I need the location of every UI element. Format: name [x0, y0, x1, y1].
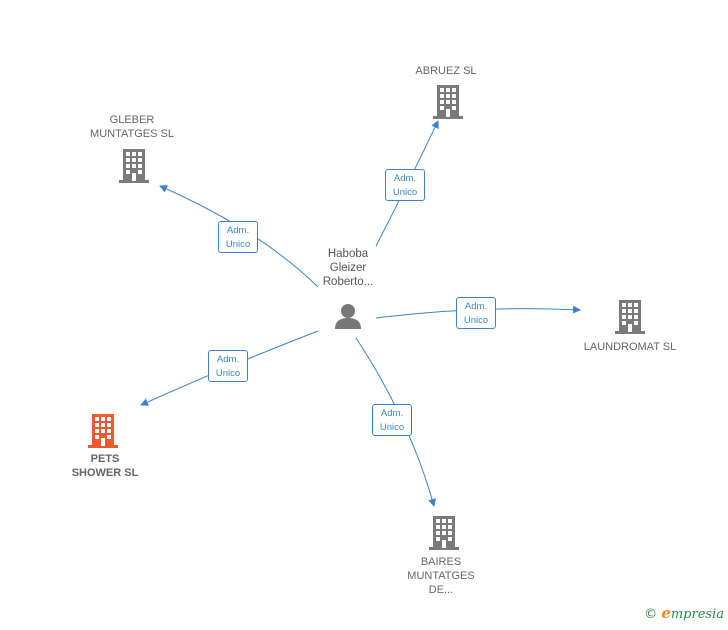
edge-role-line2: Unico: [379, 422, 405, 433]
edge-role-line2: Unico: [225, 239, 251, 250]
building-icon-abruez[interactable]: [433, 85, 463, 119]
edge-role-line1: Adm.: [226, 225, 250, 236]
building-icon-pets[interactable]: [88, 414, 118, 448]
edge-role-line1: Adm.: [380, 408, 404, 419]
edge-role-line1: Adm.: [216, 354, 240, 365]
edge-role-line2: Unico: [215, 368, 241, 379]
copyright-icon: ©: [644, 607, 658, 622]
edge-label-abruez: Adm. Unico: [385, 169, 425, 201]
company-label-laundromat[interactable]: LAUNDROMAT SL: [583, 341, 677, 353]
company-label-baires[interactable]: BAIRES MUNTATGES DE...: [407, 556, 475, 596]
edge-role-line2: Unico: [392, 187, 418, 198]
edge-role-line1: Adm.: [393, 173, 417, 184]
edge-role-line1: Adm.: [464, 301, 488, 312]
brand-name: mpresia: [670, 607, 724, 622]
company-label-pets[interactable]: PETS SHOWER SL: [71, 453, 139, 479]
person-icon[interactable]: [335, 304, 361, 329]
building-icon-gleber[interactable]: [119, 149, 149, 183]
building-icon-laundromat[interactable]: [615, 300, 645, 334]
building-icon-baires[interactable]: [429, 516, 459, 550]
empresia-watermark: © empresia: [644, 604, 724, 622]
company-label-gleber[interactable]: GLEBER MUNTATGES SL: [90, 114, 174, 140]
edge-label-gleber: Adm. Unico: [218, 221, 258, 253]
edge-label-baires: Adm. Unico: [372, 404, 412, 436]
edge-label-pets: Adm. Unico: [208, 350, 248, 382]
edge-label-laundromat: Adm. Unico: [456, 297, 496, 329]
company-label-abruez[interactable]: ABRUEZ SL: [415, 65, 477, 77]
edge-role-line2: Unico: [463, 315, 489, 326]
brand-initial: e: [661, 604, 671, 622]
person-name-label[interactable]: Haboba Gleizer Roberto...: [322, 248, 374, 288]
